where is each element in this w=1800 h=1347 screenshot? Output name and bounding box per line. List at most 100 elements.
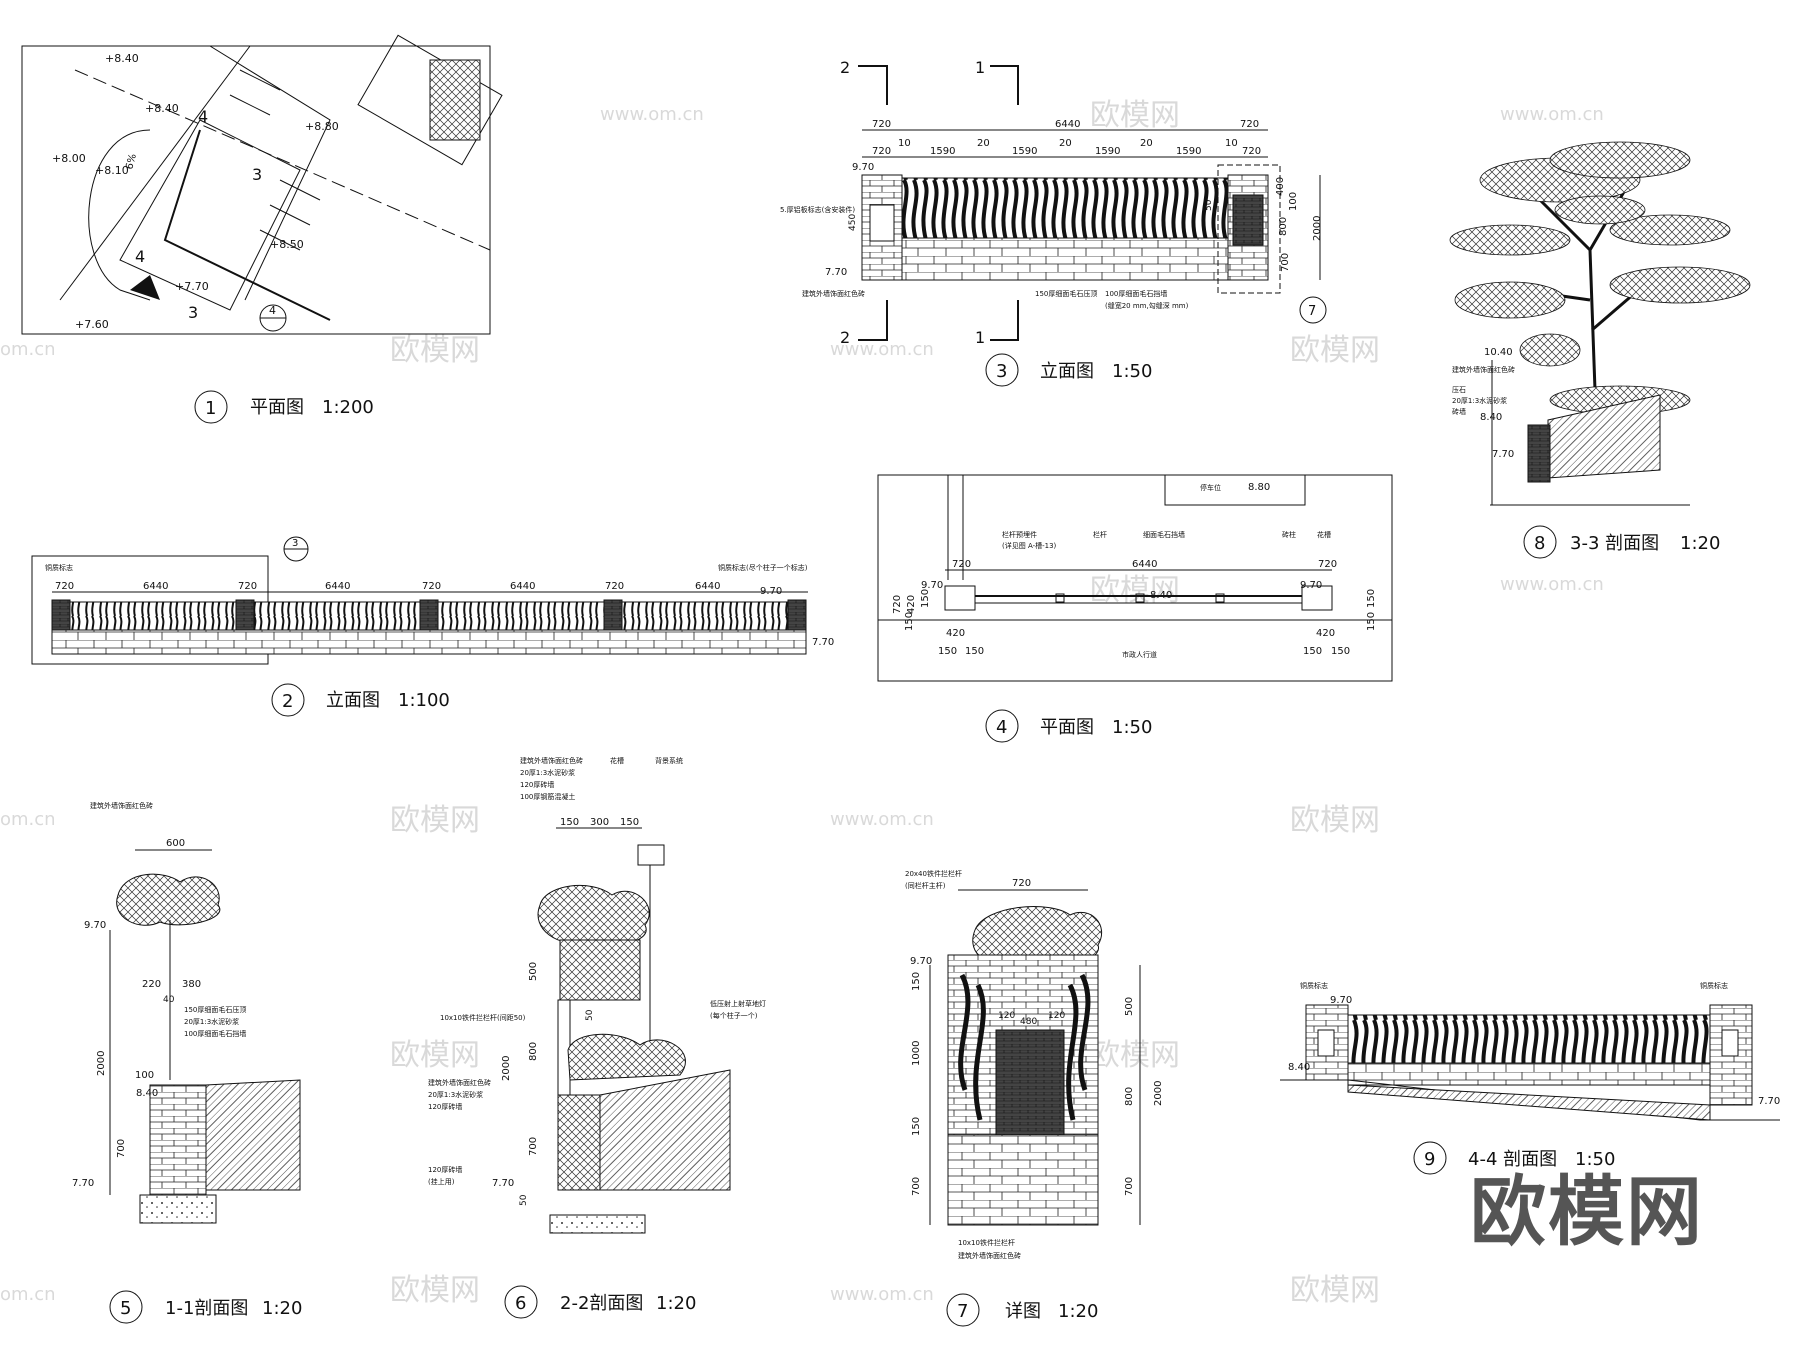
dim-label: 1590 [930,146,955,157]
title-name: 2-2剖面图 [560,1293,643,1314]
title-number: 9 [1424,1149,1435,1170]
dim-label: 720 [892,595,903,614]
stone-retaining-wall [901,237,1229,281]
level-label: 7.70 [825,267,847,278]
note: 120厚砖墙 [520,780,554,789]
dim-label: 1590 [1095,146,1120,157]
soil-section [1347,1084,1711,1121]
watermark-site: www.om.cn [1500,574,1604,595]
dim-label: 420 [1316,628,1335,639]
post [1215,593,1225,603]
level-label: +8.80 [305,120,339,133]
section-11-drawing: 建筑外墙饰面红色砖 600 9.70 220 380 40 150厚细面毛石压顶… [72,801,301,1224]
level-label: +7.70 [175,280,209,293]
dim-label: 300 [590,817,609,828]
parking-stripes [229,69,321,251]
section-mark: 1 [975,328,985,347]
dim-label: 720 [872,146,891,157]
soil-section [205,1079,301,1191]
elevation-100-drawing: 720 6440 720 6440 720 6440 720 6440 铜质标志… [31,536,834,665]
north-arrow [130,275,160,300]
level-label: +7.60 [75,318,109,331]
level-label: 7.70 [72,1178,94,1189]
dim-label: 150 [965,646,984,657]
planter-edge [1527,424,1551,483]
shrub [116,873,221,926]
level-label: 9.70 [760,586,782,597]
title-name: 平面图 [250,397,304,418]
watermark-name: 欧模网 [390,1038,480,1073]
watermark-name: 欧模网 [390,333,480,368]
dim-label: 800 [1278,217,1289,236]
section-mark: 4 [198,107,208,126]
dim-label: 2000 [1153,1081,1164,1106]
base-wall [557,1094,601,1191]
dim-label: 480 [1020,1017,1037,1027]
dim-label: 720 [422,581,441,592]
note-joint: (缝宽20 mm,勾缝深 mm) [1105,301,1189,310]
watermark-site-short: om.cn [0,809,56,830]
label-parking: 停车位 [1200,483,1221,492]
note-sign: 5.厚铝板标志(含安装件) [780,205,855,214]
note: 20厚1:3水泥砂浆 [428,1090,483,1099]
note: 低压射上射草地灯 [710,999,766,1008]
pillar-plan-right [1301,585,1333,611]
note: 砖墙 [1452,407,1466,416]
note: 建筑外墙饰面红色砖 [90,801,153,810]
title-name: 1-1剖面图 [165,1298,248,1319]
dim-label: 720 [1240,119,1259,130]
post [1135,593,1145,603]
plan-50-drawing: 停车位 8.80 栏杆预埋件 (详见图 A-槽-13) 栏杆 细面毛石挡墙 砖柱… [877,474,1393,682]
dim-label: 720 [1242,146,1261,157]
dim-label: 150 [904,612,915,631]
level-label: 8.80 [1248,482,1270,493]
watermark-name: 欧模网 [1290,333,1380,368]
dim-label: 6440 [695,581,720,592]
shrub [537,884,650,947]
section-cut-mark [990,300,1019,341]
site-plan-frame [21,45,491,335]
detail-ref-number: 4 [269,304,276,317]
parking-outline [119,119,301,311]
note: (每个柱子一个) [710,1011,758,1020]
note: 10x10铁件拦栏杆(间距50) [440,1013,526,1022]
level-label: 10.40 [1484,347,1513,358]
dim-label: 720 [952,559,971,570]
label-sidewalk: 市政人行道 [1122,650,1157,659]
wave-railing [901,177,1229,239]
level-label: 7.70 [812,637,834,648]
dim-label: 6440 [510,581,535,592]
dim-label: 380 [182,979,201,990]
stone-base [947,1134,1099,1226]
level-label: 9.70 [921,580,943,591]
level-label: 9.70 [852,162,874,173]
note: 背景系统 [655,756,683,765]
title-name: 立面图 [1040,361,1094,382]
level-label: 8.40 [1288,1062,1310,1073]
note-capstone: 150厚细面毛石压顶 [1035,289,1097,298]
dim-label: 100 [135,1070,154,1081]
title-number: 3 [996,361,1007,382]
dim-label: 700 [116,1139,127,1158]
note: 建筑外墙饰面红色砖 [958,1251,1021,1260]
note: 栏杆 [1093,530,1107,539]
watermark-site: www.om.cn [830,809,934,830]
note-sign: 铜质标志 [1700,981,1728,990]
parking-area [1164,475,1306,506]
note: 100厚钢筋混凝土 [520,792,575,801]
dim-label: 20 [1140,138,1153,149]
pillar-plan-left [944,585,976,611]
level-label: +8.10 [95,164,129,177]
title-elevation-50: 3 立面图 1:50 [985,353,1152,387]
dim-label: 50 [585,1009,595,1021]
building-hatched [429,59,481,141]
pillar-sign-plate [1317,1029,1335,1057]
watermark-name: 欧模网 [1090,98,1180,133]
section-mark: 1 [975,58,985,77]
level-label: +8.40 [145,102,179,115]
note: 20厚1:3水泥砂浆 [184,1017,239,1026]
title-scale: 1:50 [1575,1149,1615,1170]
watermark-site: www.om.cn [1500,104,1604,125]
dim-label: 6440 [1055,119,1080,130]
watermark-name: 欧模网 [390,803,480,838]
